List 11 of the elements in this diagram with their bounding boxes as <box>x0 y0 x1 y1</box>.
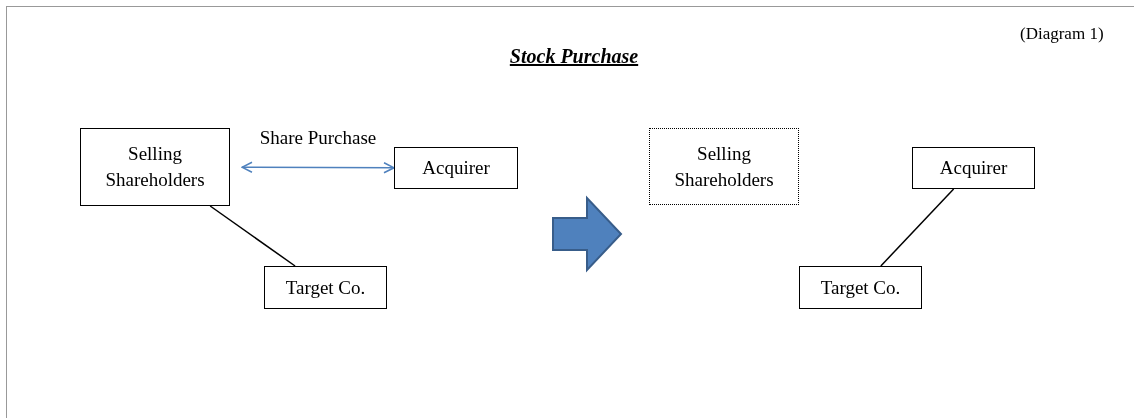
diagram-number-note: (Diagram 1) <box>1020 24 1104 44</box>
connector-line <box>209 205 296 267</box>
entity-box: Acquirer <box>912 147 1035 189</box>
entity-box: Selling Shareholders <box>80 128 230 206</box>
entity-box: Target Co. <box>264 266 387 309</box>
double-headed-arrow <box>241 161 395 174</box>
dotted-entity-box: Selling Shareholders <box>649 128 799 205</box>
diagram-title: Stock Purchase <box>509 45 639 67</box>
entity-box: Target Co. <box>799 266 922 309</box>
connector-line <box>880 188 955 267</box>
entity-box: Acquirer <box>394 147 518 189</box>
